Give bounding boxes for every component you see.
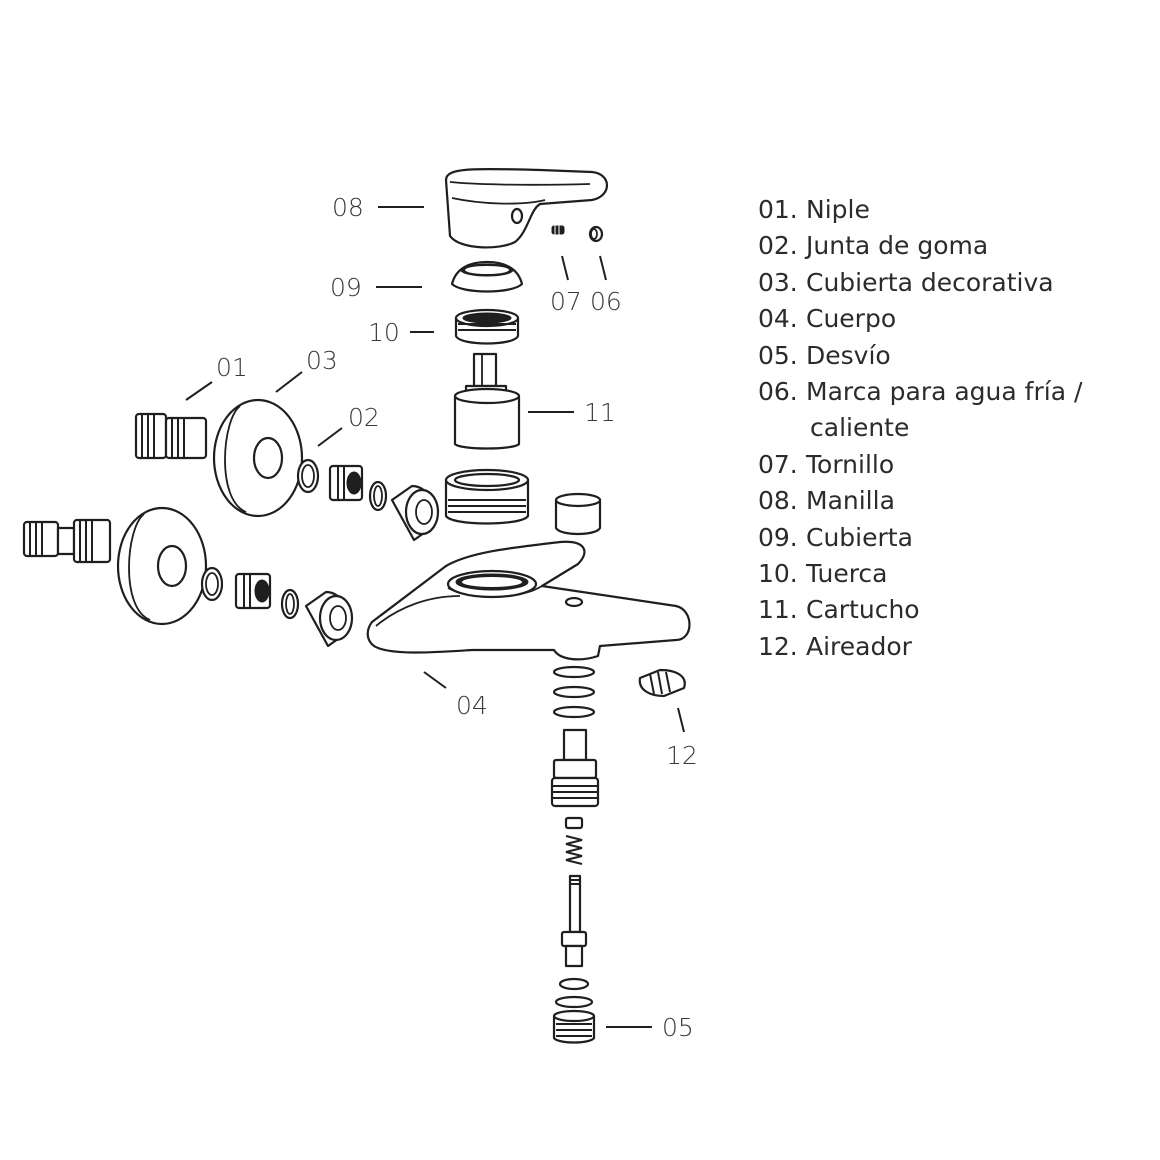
legend-item: 11.Cartucho — [758, 595, 920, 625]
part-09-cover — [450, 260, 524, 293]
legend-item: 03.Cubierta decorativa — [758, 267, 1054, 297]
legend-item: 05.Desvío — [758, 340, 891, 370]
part-06-marker — [588, 225, 604, 243]
callout-01: 01 — [216, 353, 248, 382]
part-05-diverter — [550, 728, 600, 1044]
part-02-gasket-lower — [200, 566, 300, 620]
part-10-nut — [454, 308, 520, 345]
callout-03: 03 — [306, 346, 338, 375]
callout-06: 06 — [590, 287, 622, 316]
callout-11: 11 — [584, 398, 616, 427]
part-04-body — [366, 540, 691, 661]
callout-09: 09 — [330, 273, 362, 302]
part-03-cover-upper — [212, 398, 304, 518]
legend-item: 08.Manilla — [758, 486, 895, 516]
legend-item: 12.Aireador — [758, 631, 912, 661]
legend-item: 06.Marca para agua fría / — [758, 377, 1083, 407]
callout-08: 08 — [332, 193, 364, 222]
leader-lines — [185, 206, 685, 1028]
legend-item: 10.Tuerca — [758, 559, 888, 589]
small-cap — [554, 492, 602, 536]
part-08-handle — [444, 167, 609, 249]
union-fitting-lower — [234, 572, 354, 648]
parts-legend: 01.Niple 02.Junta de goma 03.Cubierta de… — [758, 192, 1082, 665]
part-07-screw — [551, 225, 565, 235]
callout-10: 10 — [368, 318, 400, 347]
callout-12: 12 — [666, 741, 698, 770]
callout-07: 07 — [550, 287, 582, 316]
legend-item: 07.Tornillo — [758, 449, 895, 479]
cartridge-base-ring — [444, 468, 530, 525]
union-fitting-upper — [328, 464, 440, 542]
callout-02: 02 — [348, 403, 380, 432]
legend-item: 02.Junta de goma — [758, 231, 989, 261]
callout-05: 05 — [662, 1013, 694, 1042]
legend-item: 09.Cubierta — [758, 522, 913, 552]
part-11-cartridge — [453, 352, 521, 450]
callout-04: 04 — [456, 691, 488, 720]
part-12-aerator — [638, 668, 686, 698]
legend-item: 04.Cuerpo — [758, 304, 897, 334]
legend-item-continuation: caliente — [810, 413, 910, 443]
part-01-nipple-lower — [22, 518, 112, 564]
part-03-cover-lower — [116, 506, 208, 626]
part-02-gasket-upper — [296, 458, 388, 512]
part-01-nipple-upper — [134, 412, 208, 460]
body-o-rings — [552, 665, 596, 719]
legend-item: 01.Niple — [758, 195, 870, 224]
